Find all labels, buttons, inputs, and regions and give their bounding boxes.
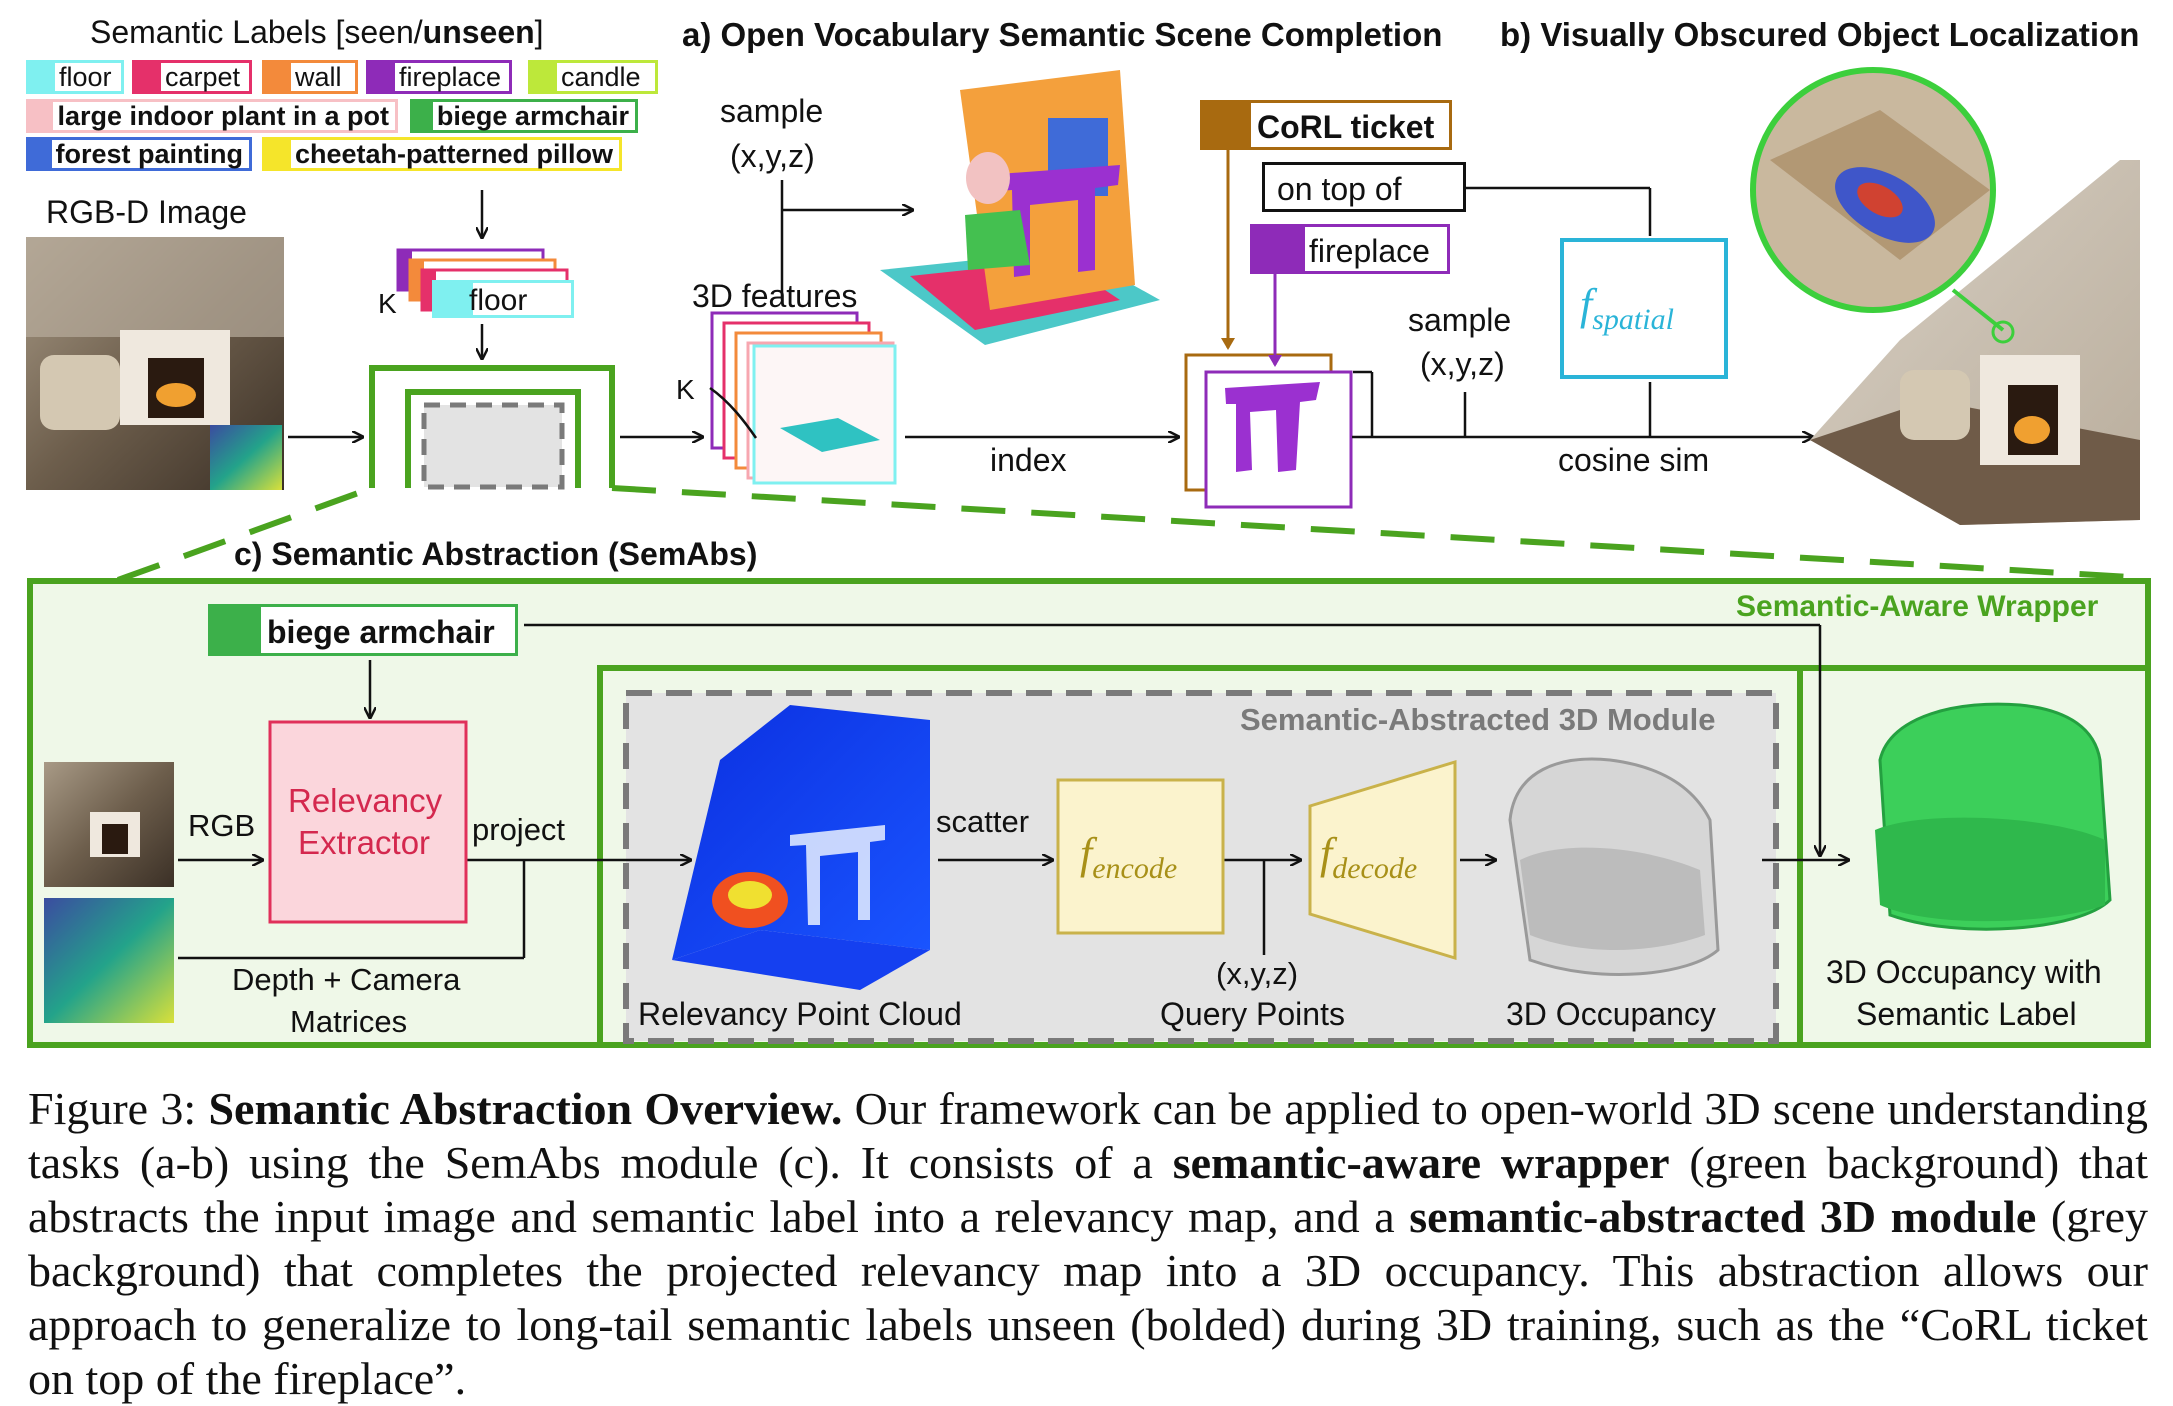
panel-a-title: a) Open Vocabulary Semantic Scene Comple… [682,16,1443,53]
index-label: index [990,442,1067,478]
caption-b2: semantic-abstracted 3D module [1409,1191,2037,1242]
legend-chip-swatch [531,63,557,91]
figure-caption: Figure 3: Semantic Abstraction Overview.… [28,1082,2148,1406]
relevancy-point-cloud [672,705,930,990]
query-noun-label: CoRL ticket [1257,109,1435,145]
legend-chip: wall [262,60,358,94]
legend-chip-label: forest painting [55,139,244,169]
legend-chip-label: biege armchair [436,101,629,131]
project-label: project [472,812,566,847]
fireplace-feature-shape [1225,382,1320,472]
depth-line2: Matrices [290,1004,408,1039]
f-decode-main: f [1320,829,1333,878]
legend-chip-swatch [369,63,395,91]
occupancy-grey [1508,757,1720,976]
legend-chip: floor [26,60,124,94]
query-relation-chip: on top of [1262,162,1466,212]
caption-title: Semantic Abstraction Overview. [208,1083,843,1134]
legend-chip-swatch [265,140,291,168]
panel-c-title: c) Semantic Abstraction (SemAbs) [234,536,758,572]
legend-chip-swatch [29,63,55,91]
f-spatial-sub: spatial [1592,303,1674,336]
semabs-query-label: biege armchair [267,614,495,650]
semabs-icon [369,365,615,488]
f-spatial-box [1560,238,1728,379]
features-label: 3D features [692,278,858,314]
legend-chip-label: fireplace [399,62,502,92]
legend-title-bold: unseen [422,14,535,50]
rgbd-label: RGB-D Image [46,194,247,230]
legend-chip-label: carpet [165,62,241,92]
f-encode-main: f [1080,829,1093,878]
legend-chip: large indoor plant in a pot [26,99,398,133]
legend-chip: forest painting [26,137,252,171]
caption-fig: Figure 3: [28,1083,209,1134]
f-spatial-label: fspatial [1580,280,1674,335]
scatter-label: scatter [936,804,1030,839]
f-decode-label: fdecode [1320,829,1417,884]
extractor-line2: Extractor [298,824,431,861]
legend-title-prefix: Semantic Labels [seen/ [90,14,423,50]
occupancy-green [1875,702,2112,931]
semabs-query-chip: biege armchair [208,604,518,656]
cosine-label: cosine sim [1558,442,1710,478]
scene-completion-render [880,70,1160,345]
legend-chip-label: large indoor plant in a pot [57,101,389,131]
f-decode-sub: decode [1332,852,1418,885]
occupancy-label: 3D Occupancy [1506,996,1716,1032]
legend-chip-label: wall [295,62,342,92]
legend-chip-swatch [413,102,433,130]
query-ref-label: fireplace [1309,233,1430,269]
query-noun-chip: CoRL ticket [1200,100,1452,150]
extractor-line1: Relevancy [288,782,443,819]
caption-b1: semantic-aware wrapper [1172,1137,1670,1188]
legend-chip-swatch [135,63,161,91]
legend-chip: cheetah-patterned pillow [262,137,622,171]
diagram-lines [26,67,2151,1048]
f-spatial-main: f [1580,280,1593,329]
legend-title-suffix: ] [534,14,544,50]
pointcloud-label: Relevancy Point Cloud [638,996,962,1032]
legend-chip: carpet [132,60,252,94]
relevancy-extractor-box [268,720,468,924]
k-label-1: K [378,288,397,319]
legend-chip-swatch [29,102,54,130]
panel-b-title: b) Visually Obscured Object Localization [1500,16,2140,53]
sample-label-2: sample [1408,302,1512,338]
depth-image-small [44,898,174,1023]
k-label-2: K [676,374,695,405]
query-ref-chip: fireplace [1250,224,1450,274]
sample-xyz-1: (x,y,z) [730,138,815,174]
legend-chip: fireplace [366,60,512,94]
out-line1: 3D Occupancy with [1826,954,2102,990]
sample-label-1: sample [720,93,824,129]
stack-floor-card: floor [432,280,574,318]
legend-title: Semantic Labels [seen/unseen] [90,16,544,48]
module-label: Semantic-Abstracted 3D Module [1240,702,1716,737]
out-line2: Semantic Label [1856,996,2077,1032]
legend-chip-swatch [265,63,291,91]
f-decode-shape [1308,759,1457,961]
depth-line1: Depth + Camera [232,962,461,997]
legend-chip-label: candle [561,62,641,92]
legend-chip-swatch [29,140,52,168]
sample-xyz-2: (x,y,z) [1420,346,1505,382]
legend-chip-label: floor [59,62,112,92]
rgb-label: RGB [188,808,256,843]
wrapper-label: Semantic-Aware Wrapper [1736,590,2099,623]
f-encode-sub: encode [1092,852,1178,885]
legend-chip-label: cheetah-patterned pillow [294,139,613,169]
caption-s1: Our framework can be applied to open-wor… [28,1083,2148,1188]
legend-chip: biege armchair [410,99,638,133]
localization-render [1750,67,2140,525]
query-points-label: Query Points [1160,996,1345,1032]
f-encode-label: fencode [1080,829,1177,884]
caption-s2: (green background) that abstracts the in… [28,1137,2148,1242]
legend-chip: candle [528,60,658,94]
query-relation-label: on top of [1277,171,1402,207]
query-xyz-label: (x,y,z) [1216,956,1299,991]
f-encode-box [1056,778,1225,935]
stack-floor-label: floor [469,284,528,317]
